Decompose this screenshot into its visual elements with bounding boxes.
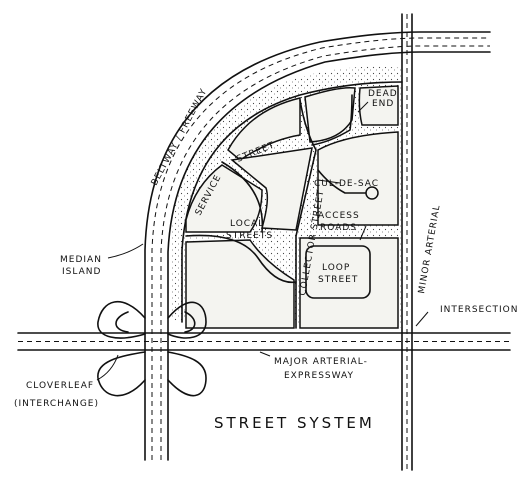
block-local-lower (185, 239, 295, 329)
block-top-left (227, 97, 301, 161)
minor-arterial-label: MINOR ARTERIAL (417, 204, 443, 295)
loop-street-road (305, 245, 371, 299)
local-streets-label-line2: STREETS (226, 231, 273, 241)
major-arterial-road (17, 332, 511, 351)
dead-end-label-line2: END (372, 99, 394, 109)
diagram-title: STREET SYSTEM (214, 414, 375, 432)
block-local-streets (230, 147, 313, 231)
block-loop (299, 237, 399, 329)
major-arterial-label-line2: EXPRESSWAY (284, 371, 354, 381)
local-streets-label-line1: LOCAL (230, 219, 264, 229)
median-label-line2: ISLAND (62, 267, 101, 277)
loop-street-label-line2: STREET (318, 275, 358, 285)
cul-de-sac-road (317, 169, 379, 200)
cloverleaf-label-line2: (INTERCHANGE) (14, 399, 99, 409)
beltway-freeway (144, 31, 491, 461)
dead-end-label-line1: DEAD (368, 89, 398, 99)
leader-arrows (96, 101, 429, 381)
access-roads-label-line2: ROADS (320, 223, 357, 233)
cloverleaf-label-line1: CLOVERLEAF (26, 381, 94, 391)
median-label-line1: MEDIAN (60, 255, 102, 265)
block-culdesac (317, 131, 399, 226)
access-roads-label-line1: ACCESS (318, 211, 360, 221)
cul-de-sac-label: CUL-DE-SAC (314, 179, 379, 189)
block-dead-end (358, 85, 399, 126)
block-service (185, 164, 263, 233)
minor-arterial-road (401, 13, 413, 471)
loop-street-label-line1: LOOP (322, 263, 350, 273)
local-streets (185, 94, 353, 329)
block-top-mid (304, 86, 356, 143)
intersection-label: INTERSECTION (440, 305, 518, 315)
cloverleaf-interchange (97, 300, 207, 397)
major-arterial-label-line1: MAJOR ARTERIAL- (274, 357, 368, 367)
service-road (181, 81, 403, 323)
